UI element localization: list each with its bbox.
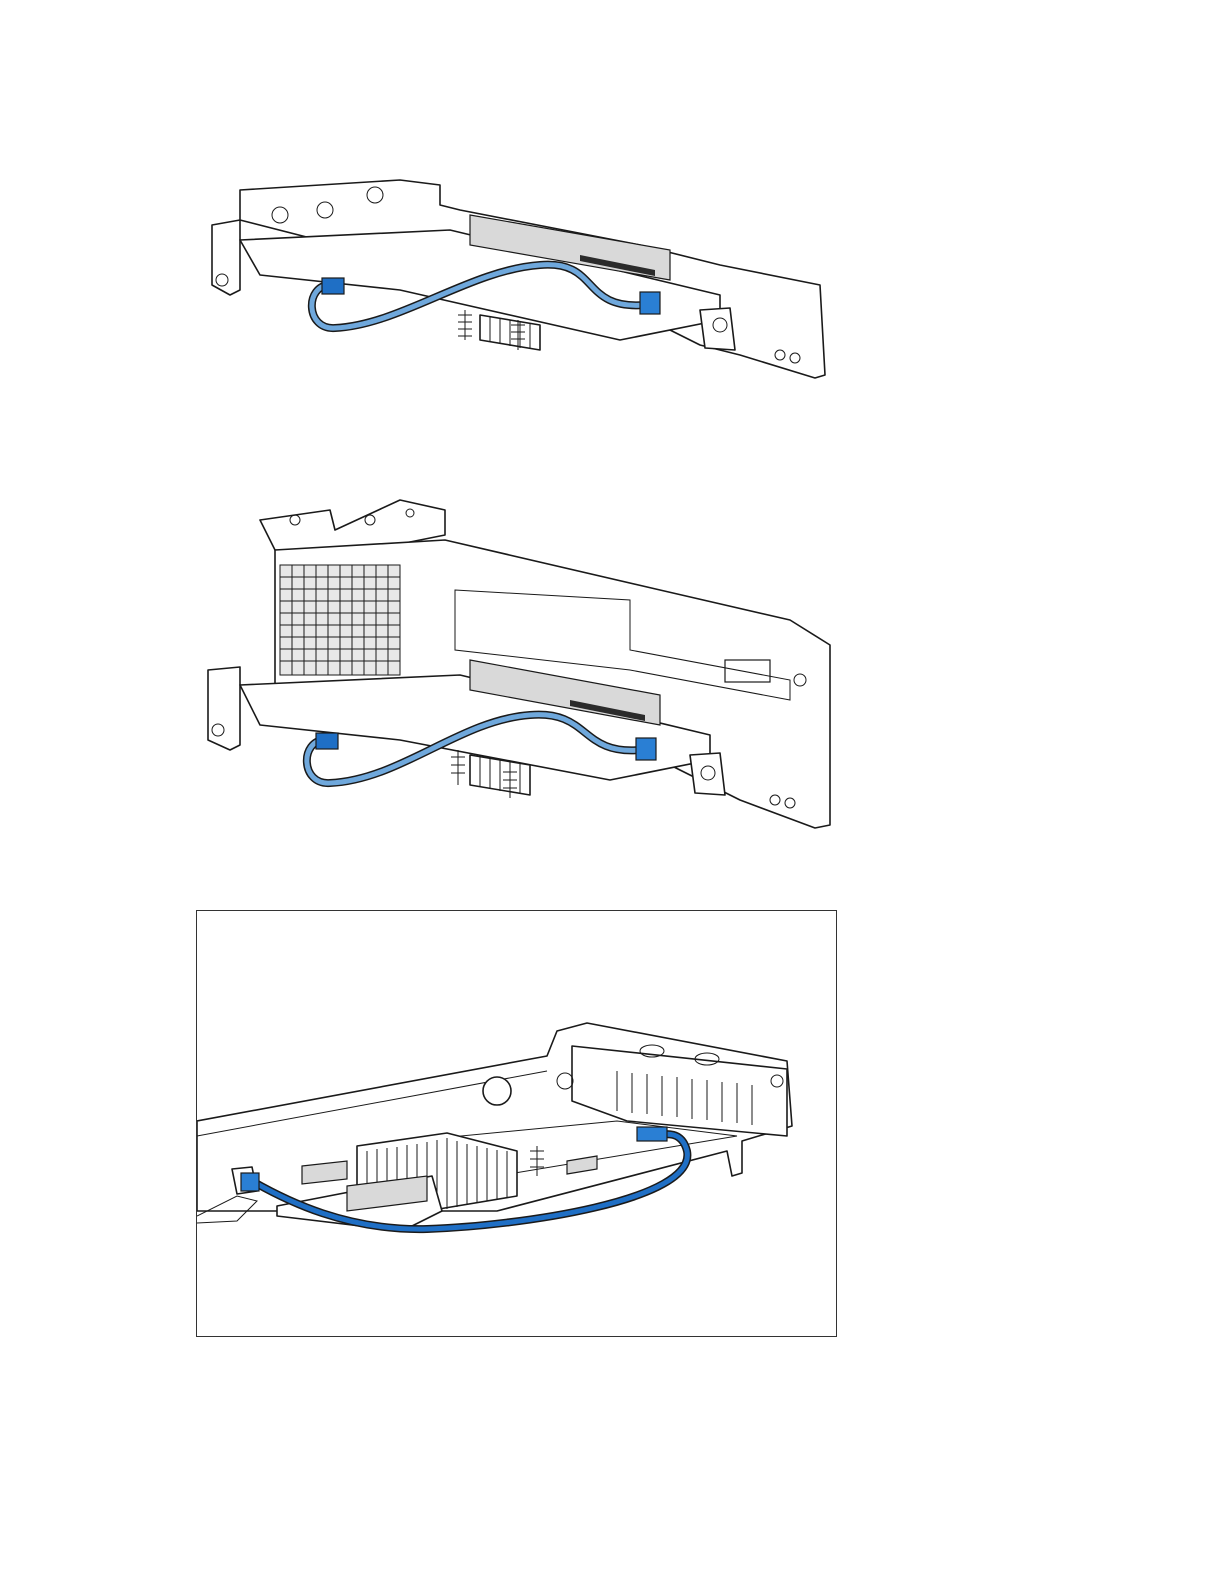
cable-connector-right [637,1127,667,1141]
capacitor [483,1077,511,1105]
server-interior-figure [196,910,837,1337]
cable-connector-left [316,733,338,749]
server-interior-illustration-icon [197,911,836,1336]
riser-cage-figure-2 [200,495,840,835]
left-bracket [212,220,240,295]
cable-connector-right [640,292,660,314]
riser-cage-figure-1 [200,170,840,385]
cable-connector-left [322,278,344,294]
cable-connector-left [241,1173,259,1191]
riser-cage-illustration-icon [200,495,840,835]
left-bracket [208,667,240,750]
vent-grid [280,565,400,675]
riser-cage-illustration-icon [200,170,840,385]
cable-connector-right [636,738,656,760]
